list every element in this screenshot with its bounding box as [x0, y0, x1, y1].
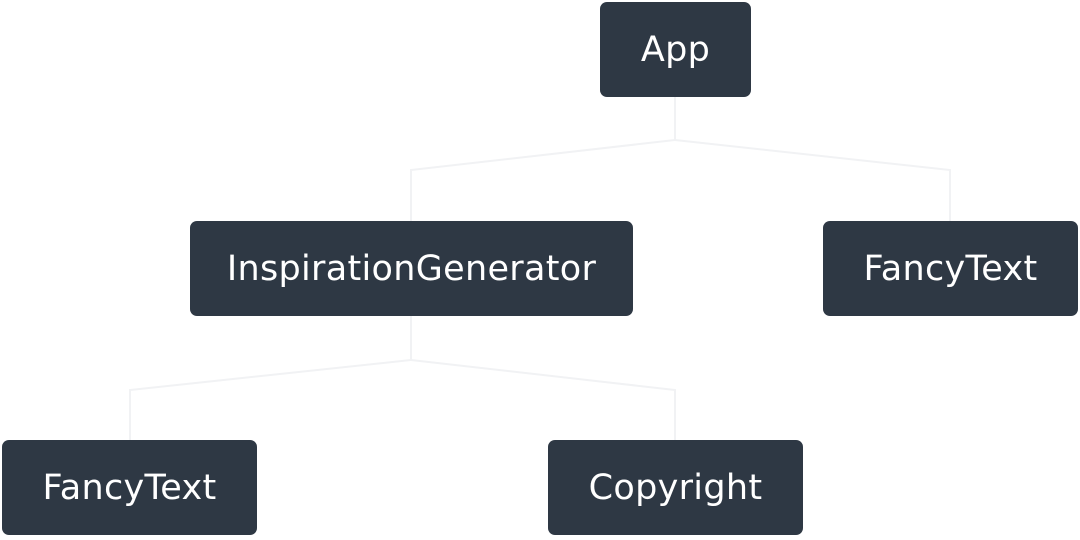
node-copyright: Copyright	[548, 440, 803, 535]
node-app-label: App	[640, 29, 711, 70]
node-inspiration-generator: InspirationGenerator	[190, 221, 633, 316]
edge-inspiration-generator-to-fancytext	[129, 316, 412, 440]
edge-app-to-fancytext	[674, 139, 951, 221]
edge-app-to-inspiration-generator	[410, 97, 676, 221]
node-fancytext-right: FancyText	[823, 221, 1078, 316]
edge-inspiration-generator-to-copyright	[410, 359, 676, 440]
node-app: App	[600, 2, 751, 97]
node-inspiration-generator-label: InspirationGenerator	[226, 248, 597, 289]
node-copyright-label: Copyright	[588, 467, 763, 508]
node-fancytext-right-label: FancyText	[863, 248, 1038, 289]
node-fancytext-left: FancyText	[2, 440, 257, 535]
node-fancytext-left-label: FancyText	[42, 467, 217, 508]
